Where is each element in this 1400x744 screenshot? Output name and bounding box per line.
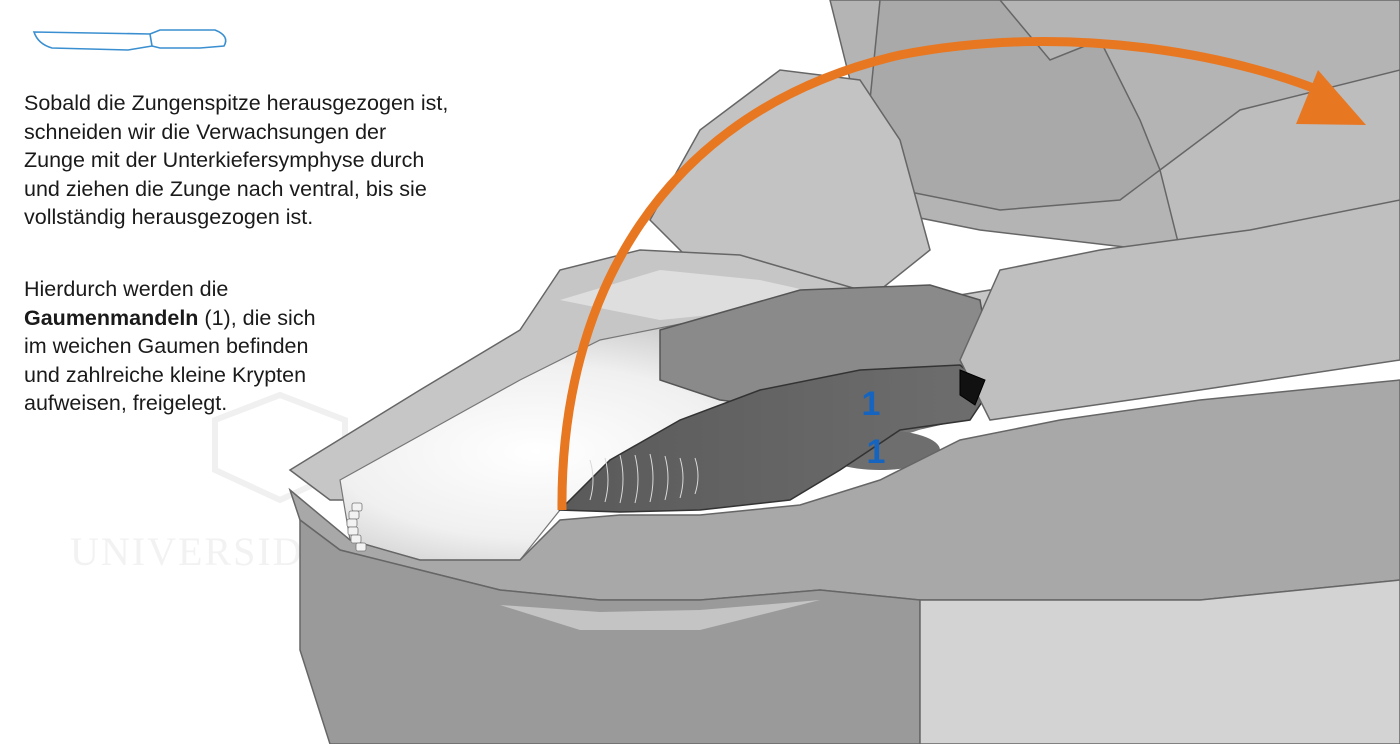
text-line: im weichen Gaumen befinden [24, 334, 309, 358]
instruction-paragraph-2: Hierdurch werden die Gaumenmandeln (1), … [24, 275, 424, 418]
incisor-teeth [346, 502, 367, 552]
pharynx [959, 199, 1400, 421]
text-line: und zahlreiche kleine Krypten [24, 362, 307, 387]
text-line: aufweisen, freigelegt. [24, 391, 228, 415]
cheek [649, 69, 931, 291]
chin-shadow [299, 518, 921, 744]
term-gaumenmandeln: Gaumenmandeln [24, 305, 199, 330]
text-line: Gaumenmandeln (1), die sich [24, 304, 424, 333]
curved-arrow [557, 36, 1366, 511]
text-line: Zunge mit der Unterkiefersymphyse durch [24, 148, 425, 172]
text-line: Sobald die Zungenspitze herausgezogen is… [24, 91, 449, 115]
tonsil-label-upper: 1 [862, 385, 881, 423]
text-fragment: (1), die sich [198, 305, 316, 330]
neck-lower [919, 579, 1400, 744]
instruction-paragraph-1: Sobald die Zungenspitze herausgezogen is… [24, 89, 564, 232]
text-line: Hierdurch werden die [24, 277, 229, 301]
knife-icon [32, 29, 227, 51]
lower-lip-highlight [500, 600, 820, 630]
text-line: schneiden wir die Verwachsungen der [24, 119, 387, 144]
tongue-papillae [589, 453, 699, 504]
text-line: vollständig herausgezogen ist. [24, 205, 314, 229]
text-line: und ziehen die Zunge nach ventral, bis s… [24, 176, 427, 201]
tonsil-label-lower: 1 [867, 433, 886, 471]
epiglottis-dark [959, 369, 986, 406]
head-illustration [288, 0, 1400, 744]
